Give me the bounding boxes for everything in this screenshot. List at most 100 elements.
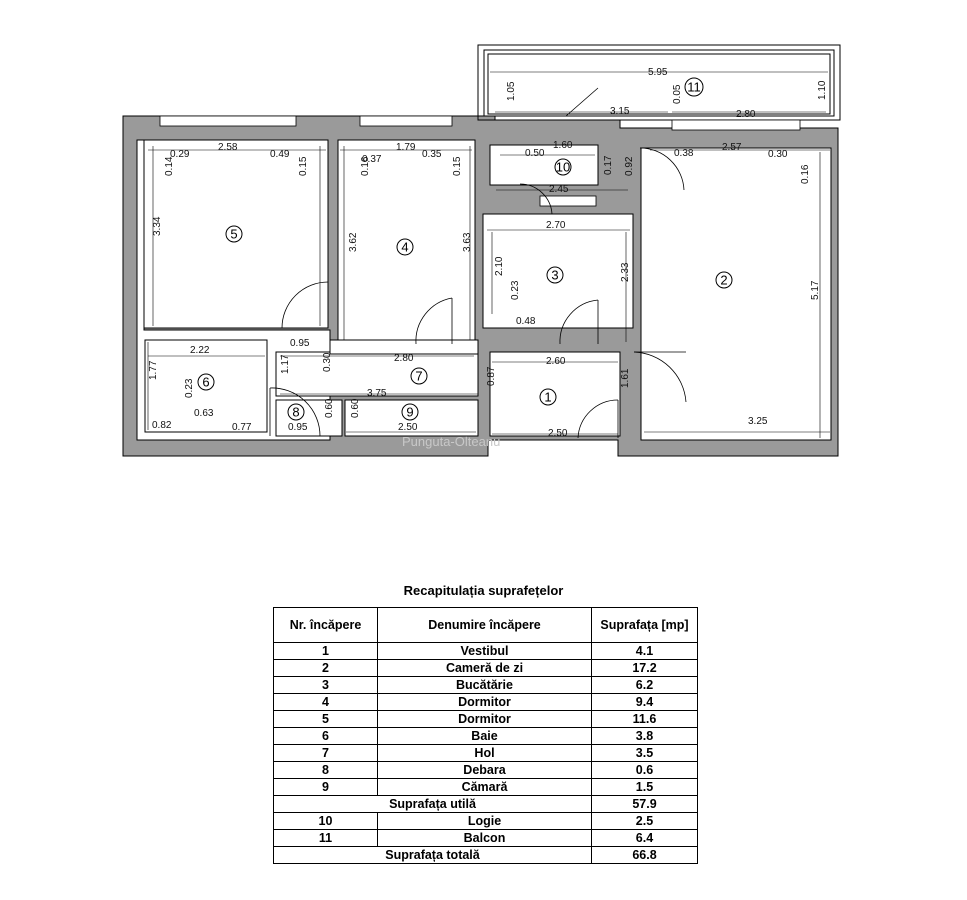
dim-label: 0.50: [525, 148, 545, 159]
cell-nr: 6: [273, 727, 378, 745]
column-header: Denumire încăpere: [377, 607, 592, 643]
dim-label: 2.80: [736, 109, 756, 120]
cell-area: 3.5: [591, 744, 698, 762]
cell-name: Cămară: [377, 778, 592, 796]
dim-label: 2.45: [549, 184, 569, 195]
dim-label: 1.77: [148, 360, 159, 380]
cell-area: 1.5: [591, 778, 698, 796]
cell-nr: 3: [273, 676, 378, 694]
cell-nr: 2: [273, 659, 378, 677]
dim-label: 0.87: [486, 366, 497, 386]
cell-name: Vestibul: [377, 642, 592, 660]
floor-plan: 5 4 3 2 1 6 7 8 9 10 11: [122, 44, 841, 457]
useful-area-label: Suprafața utilă: [273, 795, 592, 813]
dim-label: 2.50: [398, 422, 418, 433]
room-number: 11: [687, 80, 701, 95]
dim-label: 0.23: [184, 378, 195, 398]
dim-label: 0.77: [232, 422, 252, 433]
dim-label: 2.58: [218, 142, 238, 153]
dim-label: 0.15: [298, 156, 309, 176]
cell-nr: 8: [273, 761, 378, 779]
cell-nr: 7: [273, 744, 378, 762]
dim-label: 3.63: [462, 232, 473, 252]
cell-name: Debara: [377, 761, 592, 779]
cell-area: 11.6: [591, 710, 698, 728]
dim-label: 0.16: [360, 156, 371, 176]
dim-label: 0.23: [510, 280, 521, 300]
dim-label: 2.57: [722, 142, 742, 153]
room-interiors: [143, 139, 832, 441]
dim-label: 5.17: [810, 280, 821, 300]
cell-nr: 1: [273, 642, 378, 660]
room-number: 4: [401, 240, 408, 255]
cell-area: 6.4: [591, 829, 698, 847]
cell-nr: 11: [273, 829, 378, 847]
room-number: 9: [406, 405, 413, 420]
total-area-value: 66.8: [591, 846, 698, 864]
summary-title: Recapitulația suprafețelor: [403, 583, 564, 598]
cell-name: Bucătărie: [377, 676, 592, 694]
dim-label: 0.38: [674, 148, 694, 159]
cell-area: 4.1: [591, 642, 698, 660]
dim-label: 0.95: [288, 422, 308, 433]
useful-area-value: 57.9: [591, 795, 698, 813]
dim-label: 5.95: [648, 67, 668, 78]
cell-area: 9.4: [591, 693, 698, 711]
door-swings: [269, 87, 687, 439]
cell-name: Baie: [377, 727, 592, 745]
cell-name: Cameră de zi: [377, 659, 592, 677]
dim-label: 0.60: [324, 398, 335, 418]
dim-label: 0.63: [194, 408, 214, 419]
cell-nr: 5: [273, 710, 378, 728]
dim-label: 0.30: [322, 352, 333, 372]
dim-label: 3.15: [610, 106, 630, 117]
dim-label: 0.14: [164, 156, 175, 176]
total-area-label: Suprafața totală: [273, 846, 592, 864]
dimension-lines: [147, 71, 830, 438]
dim-label: 0.16: [800, 164, 811, 184]
dim-label: 1.79: [396, 142, 416, 153]
room-number: 6: [202, 375, 209, 390]
cell-nr: 9: [273, 778, 378, 796]
dim-label: 1.17: [280, 354, 291, 374]
dim-label: 0.30: [768, 149, 788, 160]
room-number: 10: [556, 160, 570, 175]
dim-label: 0.92: [624, 156, 635, 176]
cell-area: 17.2: [591, 659, 698, 677]
room-number: 1: [544, 390, 551, 405]
dim-label: 1.60: [553, 140, 573, 151]
dim-label: 0.37: [362, 154, 382, 165]
dim-label: 0.48: [516, 316, 536, 327]
cell-name: Balcon: [377, 829, 592, 847]
dim-label: 1.10: [817, 80, 828, 100]
dim-label: 1.61: [620, 368, 631, 388]
balcony: [477, 44, 841, 121]
cell-name: Dormitor: [377, 693, 592, 711]
dim-label: 0.95: [290, 338, 310, 349]
cell-name: Logie: [377, 812, 592, 830]
room-number: 5: [230, 227, 237, 242]
dim-label: 0.15: [452, 156, 463, 176]
cell-area: 0.6: [591, 761, 698, 779]
dim-label: 3.25: [748, 416, 768, 427]
dim-label: 0.17: [603, 155, 614, 175]
cell-nr: 10: [273, 812, 378, 830]
dim-label: 0.49: [270, 149, 290, 160]
cell-name: Dormitor: [377, 710, 592, 728]
dim-label: 1.05: [506, 81, 517, 101]
table-header-row: Nr. încăpere Denumire încăpere Suprafața…: [273, 607, 698, 643]
room-number: 3: [551, 268, 558, 283]
cell-area: 6.2: [591, 676, 698, 694]
room-labels: 5 4 3 2 1 6 7 8 9 10 11: [197, 77, 733, 421]
dim-label: 0.60: [350, 398, 361, 418]
dim-label: 2.80: [394, 353, 414, 364]
dim-label: 2.22: [190, 345, 210, 356]
